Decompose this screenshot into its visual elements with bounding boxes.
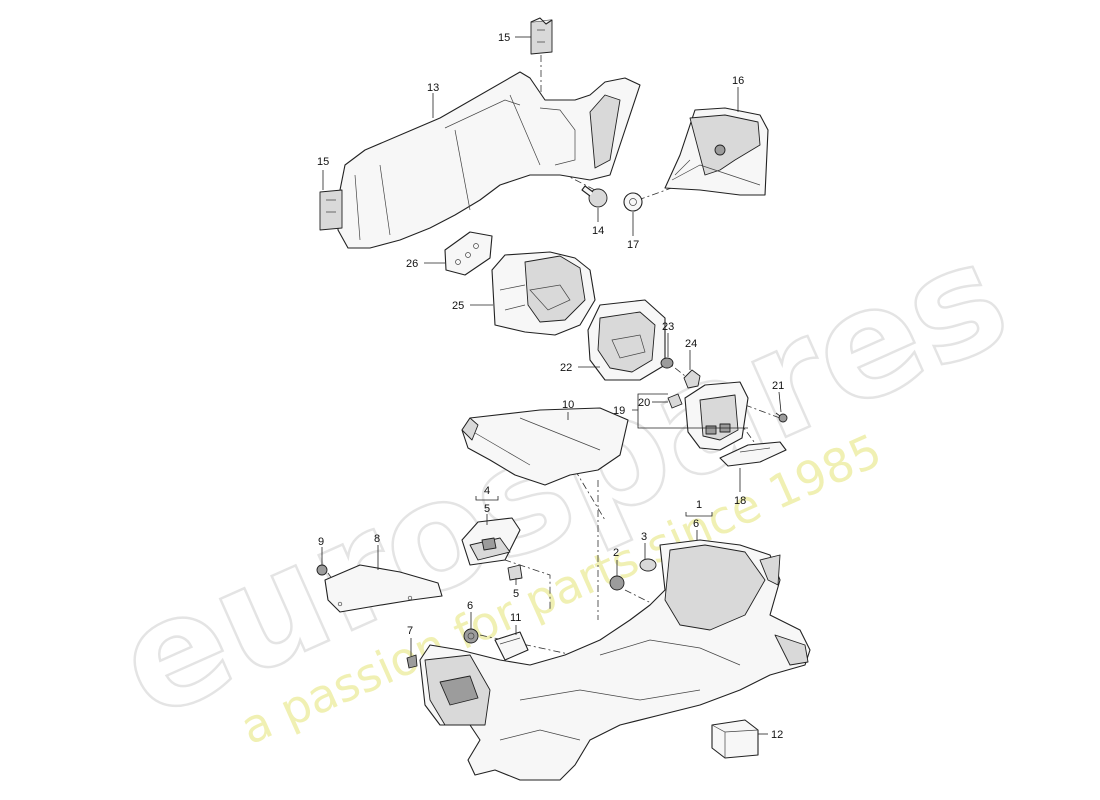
callout-16: 16 (732, 75, 744, 87)
part-13-side-panel (337, 71, 641, 249)
callout-6-left: 6 (467, 600, 473, 612)
callout-14: 14 (592, 225, 604, 237)
callout-20: 20 (638, 397, 650, 409)
part-4-bracket (461, 517, 521, 566)
part-3-plug (639, 558, 657, 572)
leader-lines (321, 36, 782, 735)
callout-9: 9 (318, 536, 324, 548)
callout-6-right: 6 (693, 518, 699, 530)
part-7-clip (406, 654, 418, 669)
callout-15-left: 15 (317, 156, 329, 168)
callout-12: 12 (771, 729, 783, 741)
callout-8: 8 (374, 533, 380, 545)
callout-10: 10 (562, 399, 574, 411)
callout-19: 19 (613, 405, 625, 417)
callout-23: 23 (662, 321, 674, 333)
part-19-switch-bezel (684, 381, 749, 451)
part-21-screw (775, 412, 788, 423)
part-5-small-clip (507, 564, 523, 581)
part-12-repair-box (711, 719, 759, 759)
part-24-cap (683, 369, 701, 389)
assembly-line-5-floor (489, 554, 551, 610)
part-14-plug (581, 185, 608, 208)
part-8-shield (324, 564, 443, 613)
part-15-top-clip (530, 17, 553, 55)
part-25-housing (491, 251, 596, 336)
assembly-line-10-1 (574, 469, 606, 521)
part-17-grommet (623, 192, 643, 212)
part-1-luggage-liner (419, 539, 811, 781)
part-11-module (494, 631, 529, 661)
callout-24: 24 (685, 338, 697, 350)
callout-5-lower: 5 (513, 588, 519, 600)
part-20-clip (667, 393, 683, 409)
part-16-corner-trim (664, 107, 769, 196)
part-23-nut (660, 357, 674, 369)
part-2-bolt (609, 575, 625, 591)
part-15-left-clip (319, 189, 343, 231)
assembly-line-21-19 (744, 404, 781, 419)
callout-4: 4 (484, 485, 490, 497)
part-22-lamp-housing (587, 299, 666, 381)
callout-3: 3 (641, 531, 647, 543)
callout-25: 25 (452, 300, 464, 312)
part-10-floor-panel (461, 407, 629, 486)
callout-1: 1 (696, 499, 702, 511)
callout-2: 2 (613, 547, 619, 559)
assembly-line-6-floor (479, 634, 621, 666)
part-26-bracket-plate (444, 231, 493, 276)
part-6-fastener (463, 628, 479, 644)
callout-13: 13 (427, 82, 439, 94)
callout-5-upper: 5 (484, 503, 490, 515)
callout-18: 18 (734, 495, 746, 507)
callout-21: 21 (772, 380, 784, 392)
callout-15-top: 15 (498, 32, 510, 44)
part-18-cover (719, 441, 787, 467)
callout-26: 26 (406, 258, 418, 270)
callout-22: 22 (560, 362, 572, 374)
callout-labels: 15 13 16 15 14 17 26 25 23 24 22 21 20 1… (317, 32, 784, 741)
assembly-line-2-1 (624, 589, 656, 606)
callout-11: 11 (510, 612, 521, 624)
callout-7: 7 (407, 625, 413, 637)
callout-17: 17 (627, 239, 639, 251)
part-9-fastener (316, 564, 328, 576)
